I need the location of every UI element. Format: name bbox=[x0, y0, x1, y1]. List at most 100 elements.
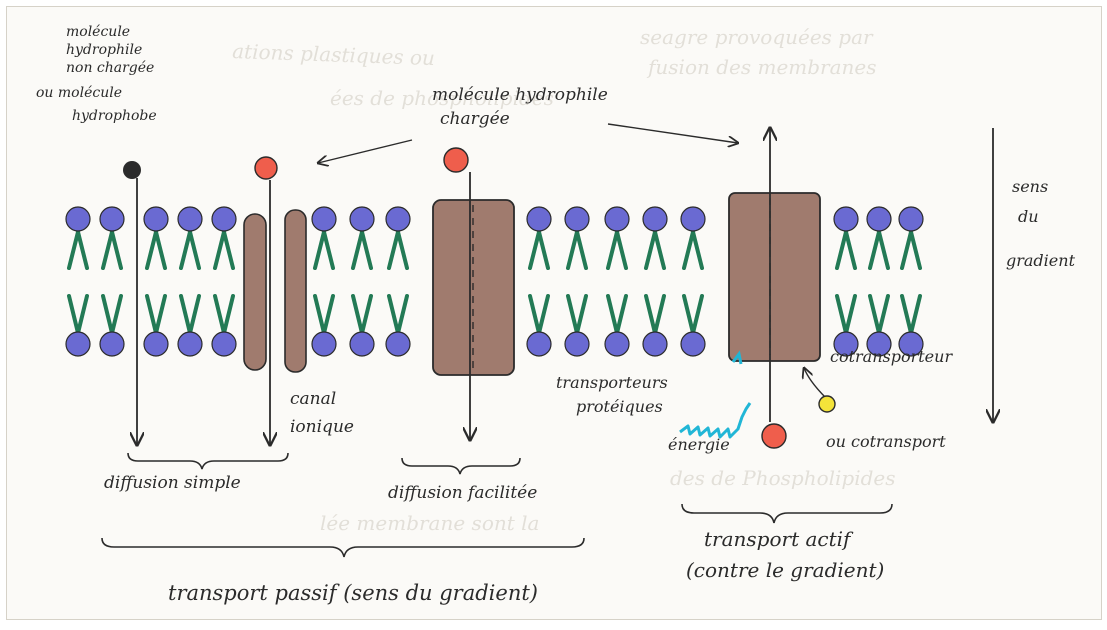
svg-text:des de Phospholipides: des de Phospholipides bbox=[670, 466, 896, 490]
label-energie: énergie bbox=[668, 435, 730, 454]
phospholipid-head-lower bbox=[681, 332, 705, 356]
cotransported-molecule bbox=[819, 396, 835, 412]
phospholipid-tail-lower bbox=[389, 296, 407, 333]
phospholipid-tail-upper bbox=[181, 232, 199, 268]
phospholipid-tail-lower bbox=[568, 296, 586, 333]
brace-transport-actif bbox=[682, 504, 892, 523]
label-gradient-3: gradient bbox=[1006, 251, 1076, 270]
phospholipid-head-lower bbox=[100, 332, 124, 356]
phospholipid-head-upper bbox=[66, 207, 90, 231]
phospholipid-tail-upper bbox=[353, 232, 371, 268]
phospholipid-tail-upper bbox=[530, 232, 548, 268]
phospholipid-tail-upper bbox=[103, 232, 121, 268]
phospholipid-head-upper bbox=[527, 207, 551, 231]
phospholipid-head-lower bbox=[144, 332, 168, 356]
phospholipid-head-lower bbox=[565, 332, 589, 356]
label-transport-passif: transport passif (sens du gradient) bbox=[168, 581, 538, 605]
phospholipid-tail-lower bbox=[902, 296, 920, 333]
phospholipid-tail-upper bbox=[389, 232, 407, 268]
brace-diffusion-simple bbox=[128, 453, 288, 469]
label-uncharged-5: hydrophobe bbox=[72, 108, 157, 124]
phospholipid-tail-lower bbox=[684, 296, 702, 333]
phospholipid-head-upper bbox=[605, 207, 629, 231]
phospholipid-head-lower bbox=[350, 332, 374, 356]
label-uncharged-1: molécule bbox=[66, 24, 130, 40]
phospholipid-tail-upper bbox=[568, 232, 586, 268]
phospholipid-tail-upper bbox=[902, 232, 920, 268]
phospholipid-head-lower bbox=[178, 332, 202, 356]
svg-text:lée membrane sont la: lée membrane sont la bbox=[320, 511, 539, 535]
phospholipid-head-lower bbox=[212, 332, 236, 356]
label-transport-actif-2: (contre le gradient) bbox=[686, 558, 884, 582]
label-cotransporteur: cotransporteur bbox=[830, 347, 953, 366]
phospholipid-tail-upper bbox=[69, 232, 87, 268]
phospholipid-tail-lower bbox=[69, 296, 87, 333]
phospholipid-head-lower bbox=[386, 332, 410, 356]
label-transport-actif-1: transport actif bbox=[704, 527, 854, 551]
brace-diffusion-facilitee bbox=[402, 458, 520, 474]
phospholipid-tail-lower bbox=[870, 296, 888, 333]
brace-transport-passif bbox=[102, 538, 584, 557]
phospholipid-tail-upper bbox=[684, 232, 702, 268]
phospholipid-head-upper bbox=[834, 207, 858, 231]
charged-molecule-channel bbox=[255, 157, 277, 179]
phospholipid-tail-upper bbox=[837, 232, 855, 268]
label-charged-2: chargée bbox=[440, 109, 510, 129]
phospholipid-tail-lower bbox=[181, 296, 199, 333]
label-uncharged-4: ou molécule bbox=[36, 85, 122, 101]
phospholipid-tail-upper bbox=[315, 232, 333, 268]
phospholipid-tail-lower bbox=[103, 296, 121, 333]
phospholipid-head-upper bbox=[643, 207, 667, 231]
label-cotransport: ou cotransport bbox=[826, 432, 946, 451]
phospholipid-tail-lower bbox=[147, 296, 165, 333]
phospholipid-head-upper bbox=[312, 207, 336, 231]
label-transporteurs-1: transporteurs bbox=[556, 373, 668, 392]
phospholipid-head-upper bbox=[178, 207, 202, 231]
phospholipid-tail-lower bbox=[215, 296, 233, 333]
pointer-yellow-to-cotransporter bbox=[804, 368, 826, 398]
phospholipid-head-lower bbox=[527, 332, 551, 356]
phospholipid-tail-lower bbox=[608, 296, 626, 333]
phospholipid-tail-lower bbox=[353, 296, 371, 333]
charged-molecule-carrier bbox=[444, 148, 468, 172]
pointer-to-cotransporter-molecule bbox=[608, 124, 738, 143]
phospholipid-tail-lower bbox=[530, 296, 548, 333]
charged-molecule-cotransport bbox=[762, 424, 786, 448]
phospholipid-head-upper bbox=[212, 207, 236, 231]
phospholipid-head-lower bbox=[312, 332, 336, 356]
phospholipid-tail-lower bbox=[837, 296, 855, 333]
cotransporter-protein bbox=[729, 193, 820, 361]
label-gradient-2: du bbox=[1018, 207, 1039, 226]
phospholipid-tail-upper bbox=[215, 232, 233, 268]
phospholipid-head-upper bbox=[899, 207, 923, 231]
label-uncharged-2: hydrophile bbox=[66, 42, 142, 58]
energy-squiggle bbox=[680, 403, 750, 437]
label-gradient-1: sens bbox=[1012, 177, 1048, 196]
phospholipid-head-lower bbox=[66, 332, 90, 356]
phospholipid-head-upper bbox=[681, 207, 705, 231]
svg-text:ations plastiques ou: ations plastiques ou bbox=[232, 39, 436, 70]
phospholipid-tail-lower bbox=[646, 296, 664, 333]
phospholipid-head-lower bbox=[605, 332, 629, 356]
phospholipid-tail-upper bbox=[608, 232, 626, 268]
phospholipid-tail-lower bbox=[315, 296, 333, 333]
ion-channel-right-wall bbox=[285, 210, 306, 372]
uncharged-molecule bbox=[123, 161, 141, 179]
label-diffusion-facilitee: diffusion facilitée bbox=[388, 483, 537, 503]
phospholipid-tail-upper bbox=[870, 232, 888, 268]
label-canal-1: canal bbox=[290, 389, 336, 409]
ion-channel-left-wall bbox=[244, 214, 266, 370]
phospholipid-head-upper bbox=[565, 207, 589, 231]
phospholipid-head-upper bbox=[144, 207, 168, 231]
svg-text:fusion des membranes: fusion des membranes bbox=[646, 55, 877, 79]
phospholipid-head-upper bbox=[100, 207, 124, 231]
phospholipid-head-upper bbox=[867, 207, 891, 231]
svg-text:seagre provoquées par: seagre provoquées par bbox=[640, 25, 874, 49]
labels: molécule hydrophile non chargée ou moléc… bbox=[36, 24, 1076, 605]
label-canal-2: ionique bbox=[290, 417, 354, 437]
label-diffusion-simple: diffusion simple bbox=[104, 473, 241, 493]
phospholipid-tail-upper bbox=[646, 232, 664, 268]
phospholipid-head-upper bbox=[350, 207, 374, 231]
